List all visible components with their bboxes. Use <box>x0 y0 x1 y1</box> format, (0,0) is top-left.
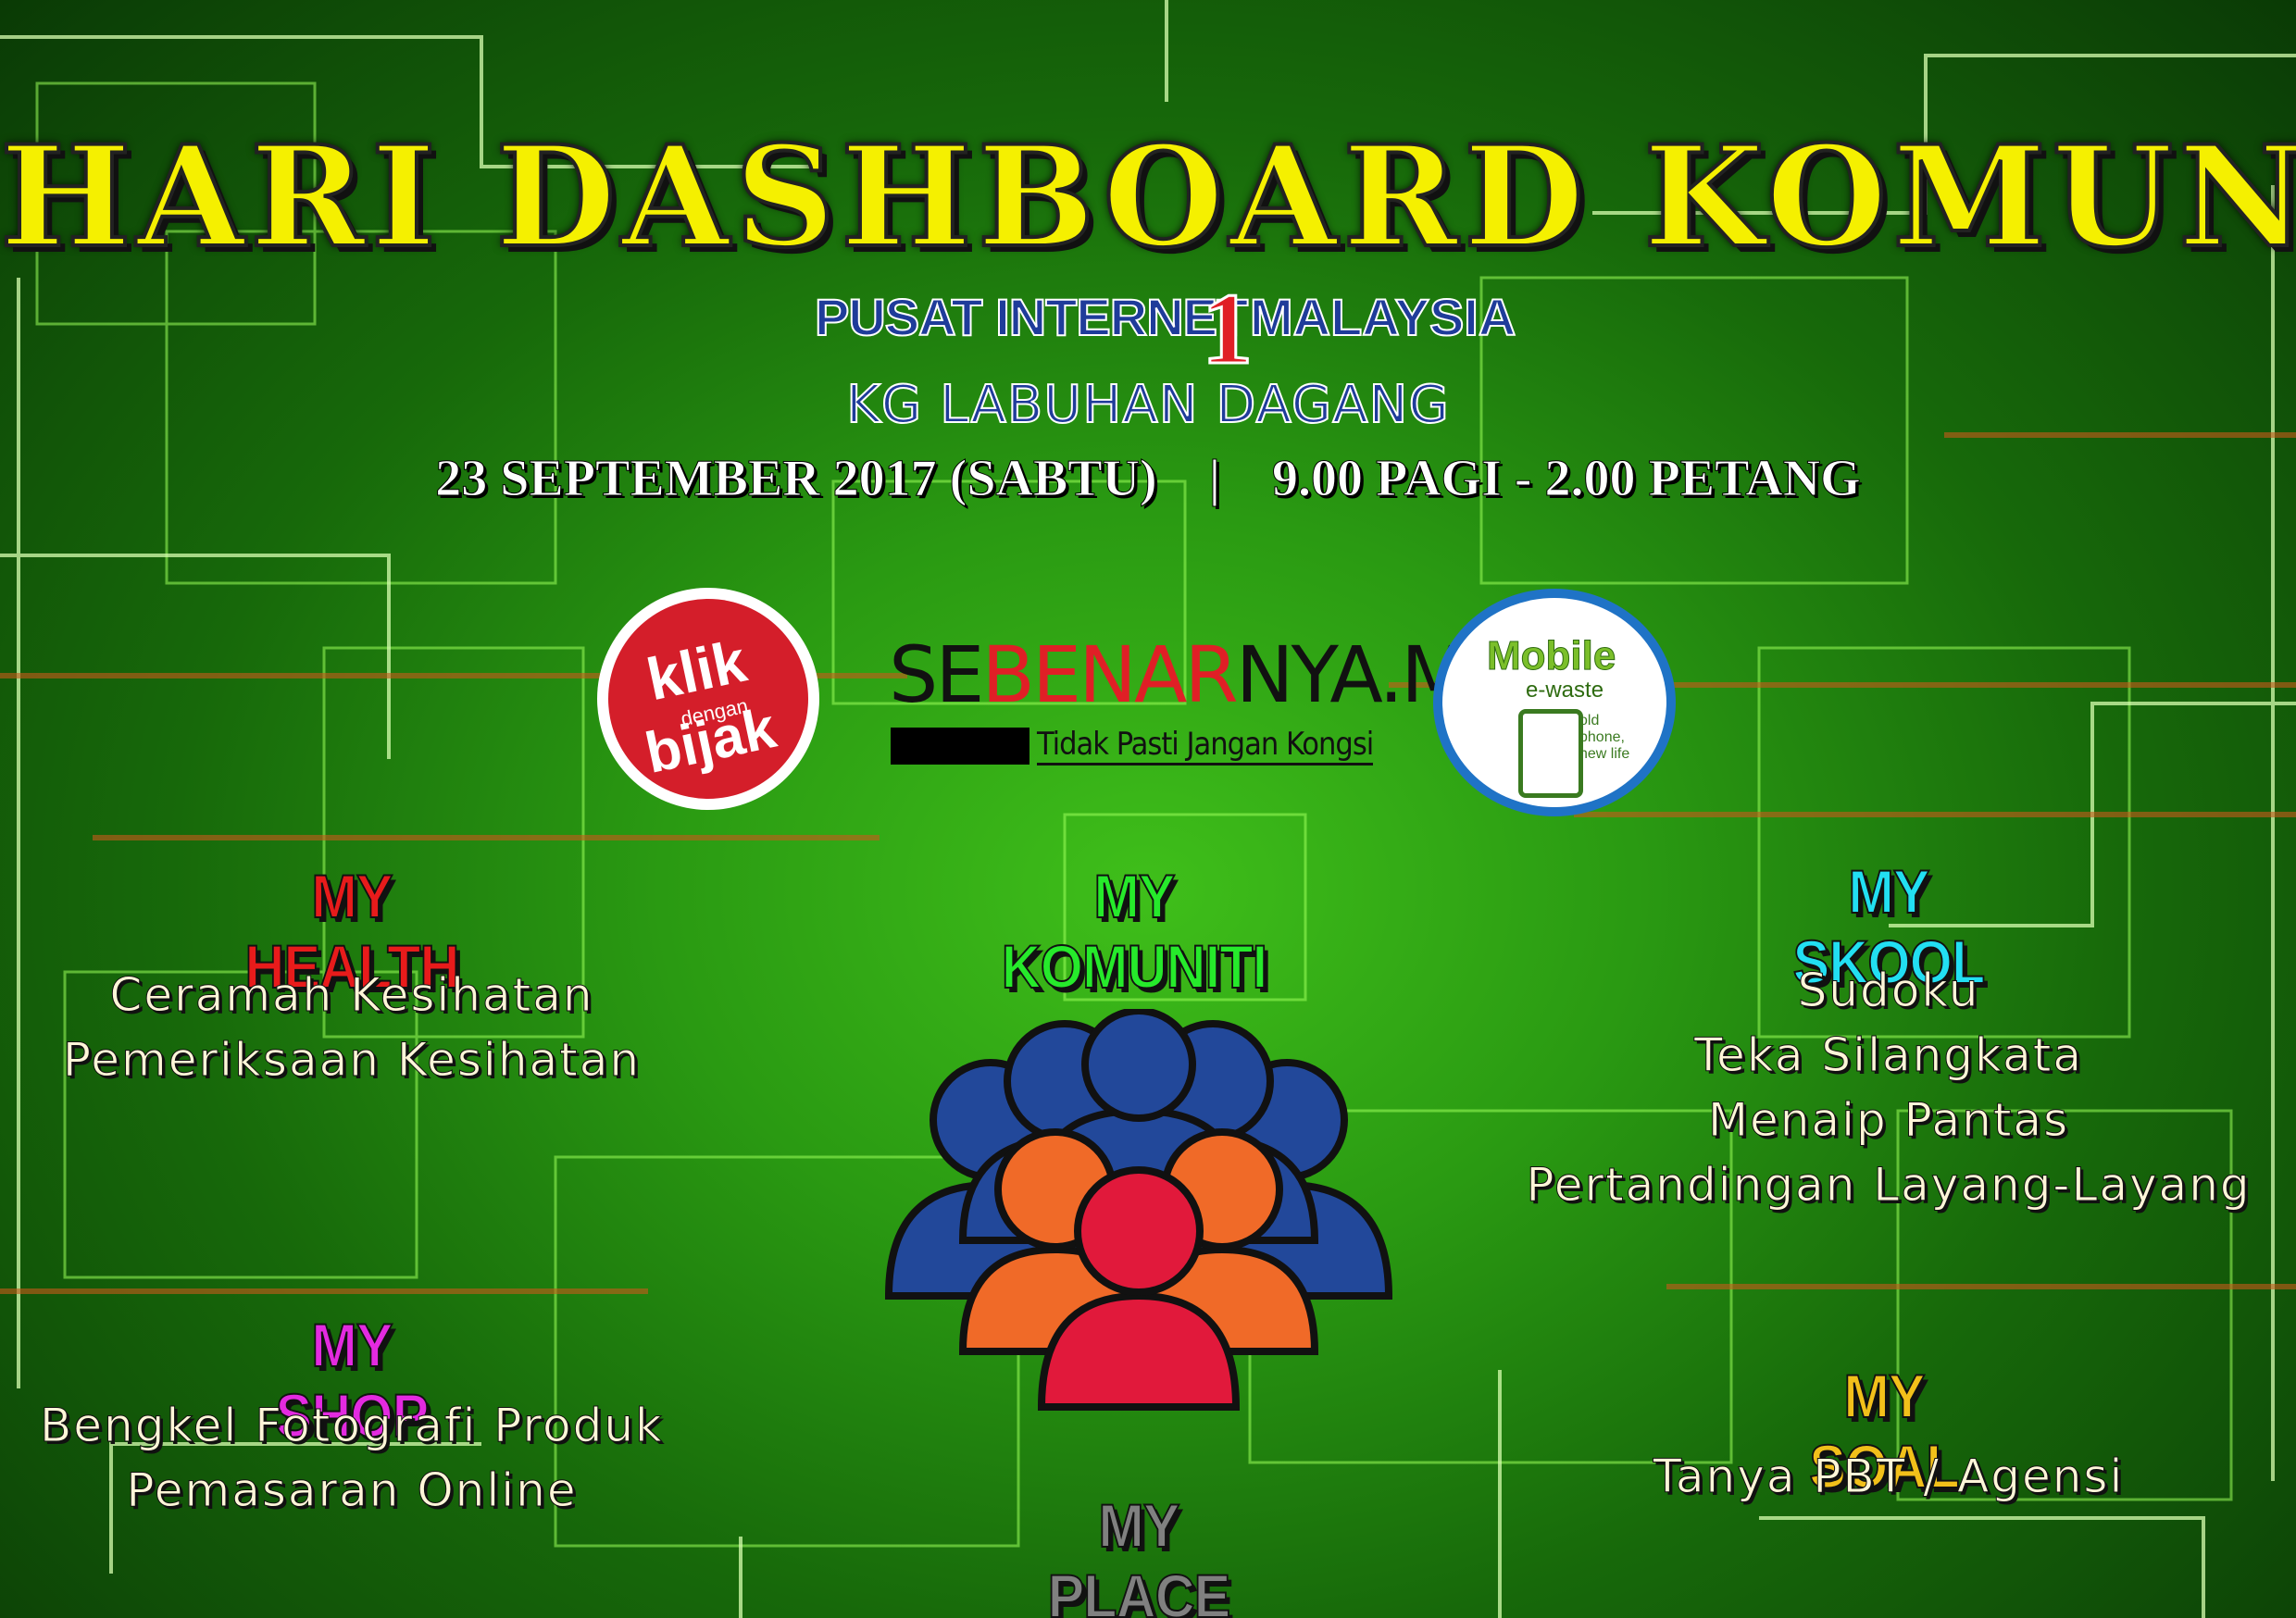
sebenarnya-tagline: Tidak Pasti Jangan Kongsi <box>1037 726 1374 765</box>
list-item: Pemeriksaan Kesihatan <box>62 1033 642 1088</box>
section-title-health: MY HEALTH <box>244 861 461 1002</box>
list-item: Teka Silangkata <box>1694 1028 2083 1083</box>
klik-dengan-bijak-logo: klik dengan bijak <box>597 588 819 810</box>
main-title: HARI DASHBOARD KOMUNITI <box>0 114 2296 280</box>
list-item: Pertandingan Layang-Layang <box>1526 1158 2252 1213</box>
list-item: Tanya PBT / Agensi <box>1653 1450 2125 1504</box>
list-item: Pemasaran Online <box>126 1463 578 1518</box>
list-item: Menaip Pantas <box>1707 1093 2070 1148</box>
list-item: Bengkel Fotografi Produk <box>39 1399 664 1453</box>
section-title-place: MY PLACE <box>1047 1490 1232 1618</box>
mobile-tagline: old phone, new life <box>1579 713 1630 762</box>
community-people-icon <box>884 1009 1393 1411</box>
section-title-soal: MY SOAL <box>1808 1361 1960 1501</box>
mobile-logo-circle: Mobile e-waste old phone, new life <box>1442 598 1666 807</box>
section-items-health: Ceramah Kesihatan Pemeriksaan Kesihatan <box>0 963 704 1092</box>
mobile-e-waste-logo: Mobile e-waste old phone, new life <box>1433 589 1676 816</box>
pusat-internet-malaysia-logo: PUSAT INTERNET 1 MALAYSIA <box>814 271 1516 387</box>
sebenarnya-logo: SEBENARNYA.MY Tidak Pasti Jangan Kongsi <box>889 629 1513 778</box>
section-title-skool: MY SKOOL <box>1792 856 1986 997</box>
section-items-shop: Bengkel Fotografi Produk Pemasaran Onlin… <box>0 1393 704 1523</box>
brand-left-text: PUSAT INTERNET <box>814 287 1249 347</box>
sebenarnya-wordmark: SEBENARNYA.MY <box>889 629 1513 720</box>
sebenarnya-part-1: SE <box>889 629 984 720</box>
sebenarnya-black-bar <box>891 728 1029 765</box>
list-item: Sudoku <box>1797 964 1980 1018</box>
section-title-komuniti: MY KOMUNITI <box>1001 861 1268 1002</box>
brand-right-text: MALAYSIA <box>1249 287 1516 347</box>
sebenarnya-part-2: BENAR <box>981 629 1238 720</box>
location-text: KG LABUHAN DAGANG <box>845 374 1450 436</box>
section-items-soal: Tanya PBT / Agensi <box>1426 1444 2296 1509</box>
date-time-line: 23 SEPTEMBER 2017 (SABTU) | 9.00 PAGI - … <box>435 450 1861 508</box>
phone-icon <box>1518 709 1583 798</box>
mobile-word: Mobile <box>1486 633 1616 679</box>
mobile-sub-word: e-waste <box>1526 678 1604 703</box>
brand-number-one: 1 <box>1201 271 1254 387</box>
section-items-skool: Sudoku Teka Silangkata Menaip Pantas Per… <box>1426 958 2296 1217</box>
section-title-shop: MY SHOP <box>275 1310 430 1450</box>
list-item: Ceramah Kesihatan <box>109 968 594 1023</box>
klik-logo-circle: klik dengan bijak <box>608 599 808 799</box>
